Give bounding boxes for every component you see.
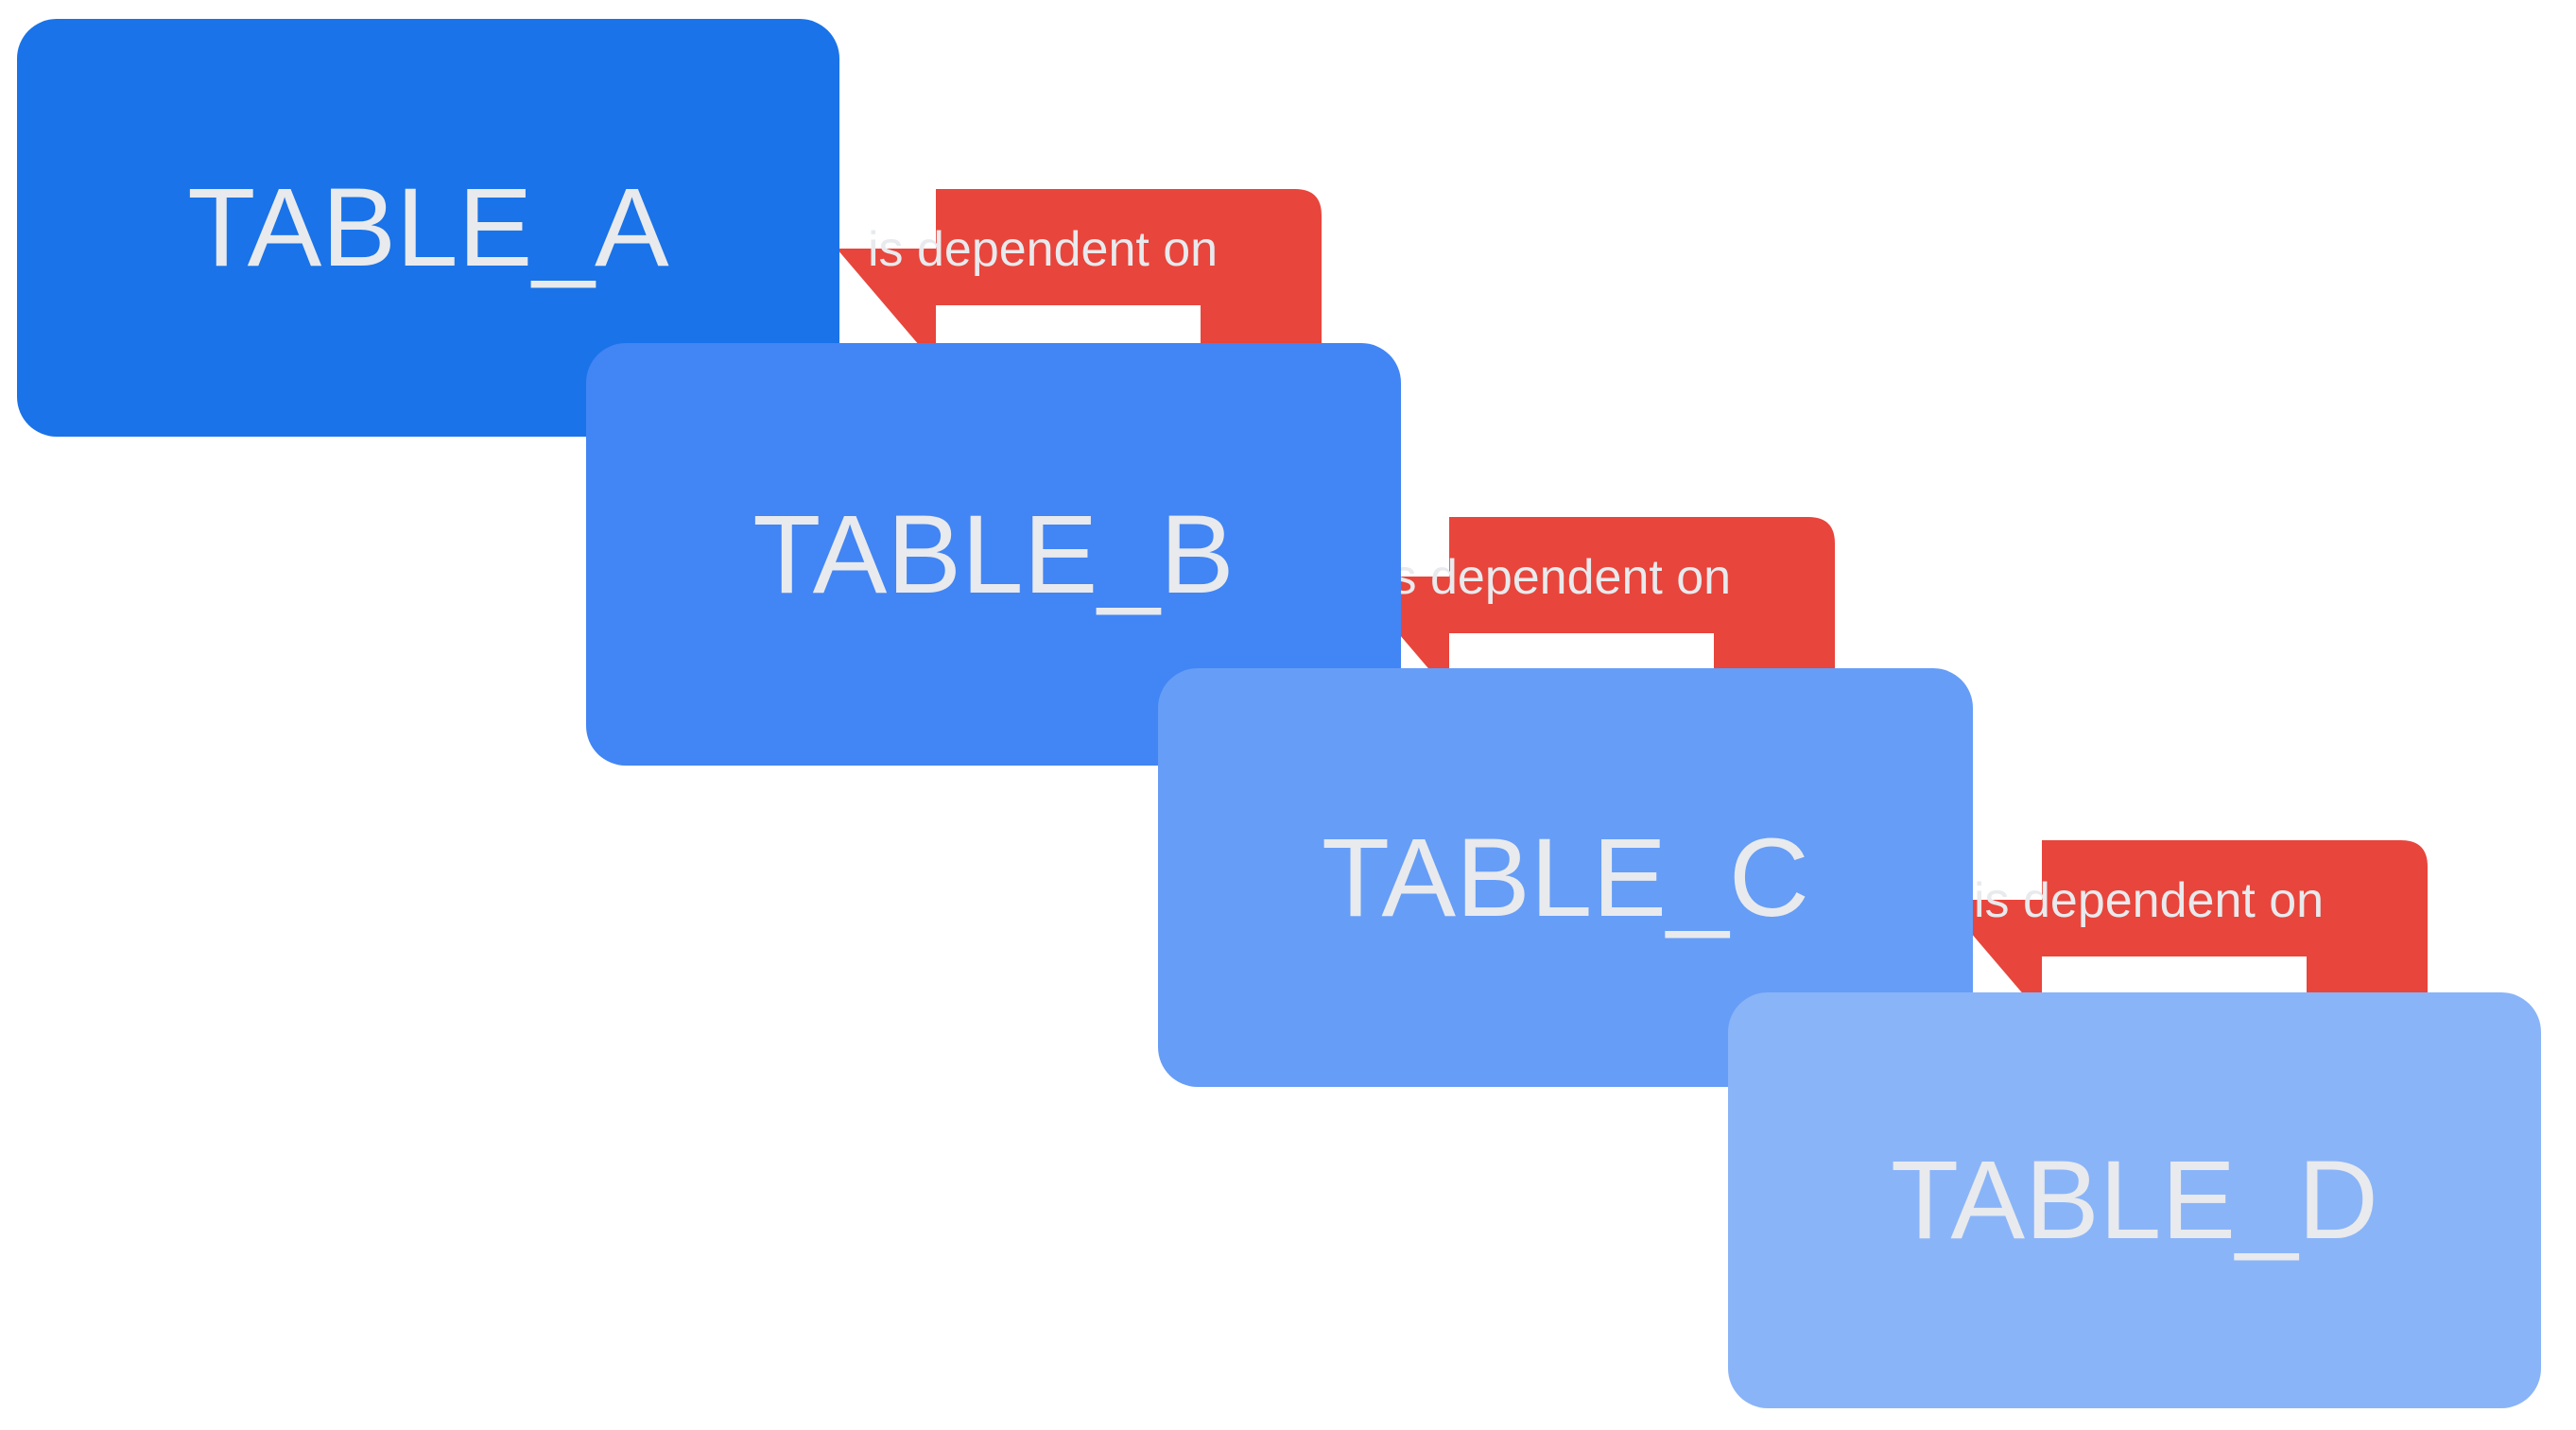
- node-label-table-b: TABLE_B: [752, 491, 1235, 617]
- edge-label-a-b: is dependent on: [868, 222, 1219, 277]
- edge-label-c-d: is dependent on: [1974, 873, 2325, 928]
- connector-table-c-table-d[interactable]: is dependent on: [1938, 831, 2439, 1020]
- node-table-a[interactable]: TABLE_A: [17, 19, 839, 437]
- arrow-shape-c-d: [1943, 840, 2428, 1016]
- node-label-table-d: TABLE_D: [1891, 1138, 2378, 1263]
- node-table-d[interactable]: TABLE_D: [1728, 992, 2541, 1408]
- arrow-shape-b-c: [1350, 517, 1835, 693]
- connector-table-a-table-b[interactable]: is dependent on: [832, 180, 1333, 369]
- edge-label-b-c: is dependent on: [1381, 550, 1732, 605]
- node-label-table-a: TABLE_A: [187, 165, 669, 290]
- arrow-shape-a-b: [837, 189, 1322, 365]
- node-label-table-c: TABLE_C: [1322, 815, 1809, 940]
